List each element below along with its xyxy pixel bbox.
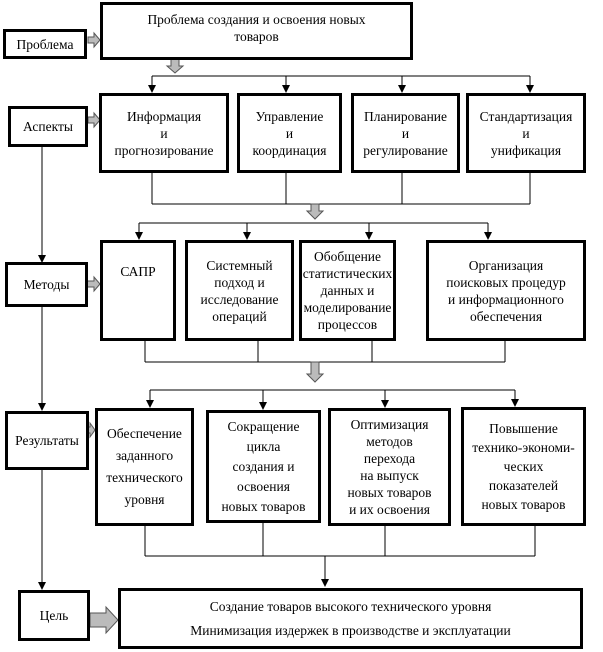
row-label-problem: Проблема xyxy=(3,29,87,59)
result-box: Сокращение цикла создания и освоения нов… xyxy=(206,410,321,523)
result-box: Обеспечение заданного технического уровн… xyxy=(95,408,194,526)
row-label-goal: Цель xyxy=(18,590,90,641)
method-box: Организация поисковых процедур и информа… xyxy=(426,240,586,341)
row-label-aspects: Аспекты xyxy=(8,106,88,147)
result-box: Оптимизация методов перехода на выпуск н… xyxy=(328,408,451,526)
method-box: САПР xyxy=(100,240,176,341)
aspect-box: Управление и координация xyxy=(237,93,342,173)
aspect-box: Информация и прогнозирование xyxy=(99,93,229,173)
goal-box: Создание товаров высокого технического у… xyxy=(118,588,583,649)
row-label-methods: Методы xyxy=(5,262,88,307)
method-box: Обобщение статистических данных и модели… xyxy=(299,240,396,341)
row-label-results: Результаты xyxy=(5,411,89,470)
method-box: Системный подход и исследование операций xyxy=(185,240,294,341)
aspect-box: Стандартизация и унификация xyxy=(466,93,586,173)
result-box: Повышение технико-экономи- ческих показа… xyxy=(461,407,586,526)
aspect-box: Планирование и регулирование xyxy=(351,93,460,173)
problem-box: Проблема создания и освоения новых товар… xyxy=(100,2,413,60)
